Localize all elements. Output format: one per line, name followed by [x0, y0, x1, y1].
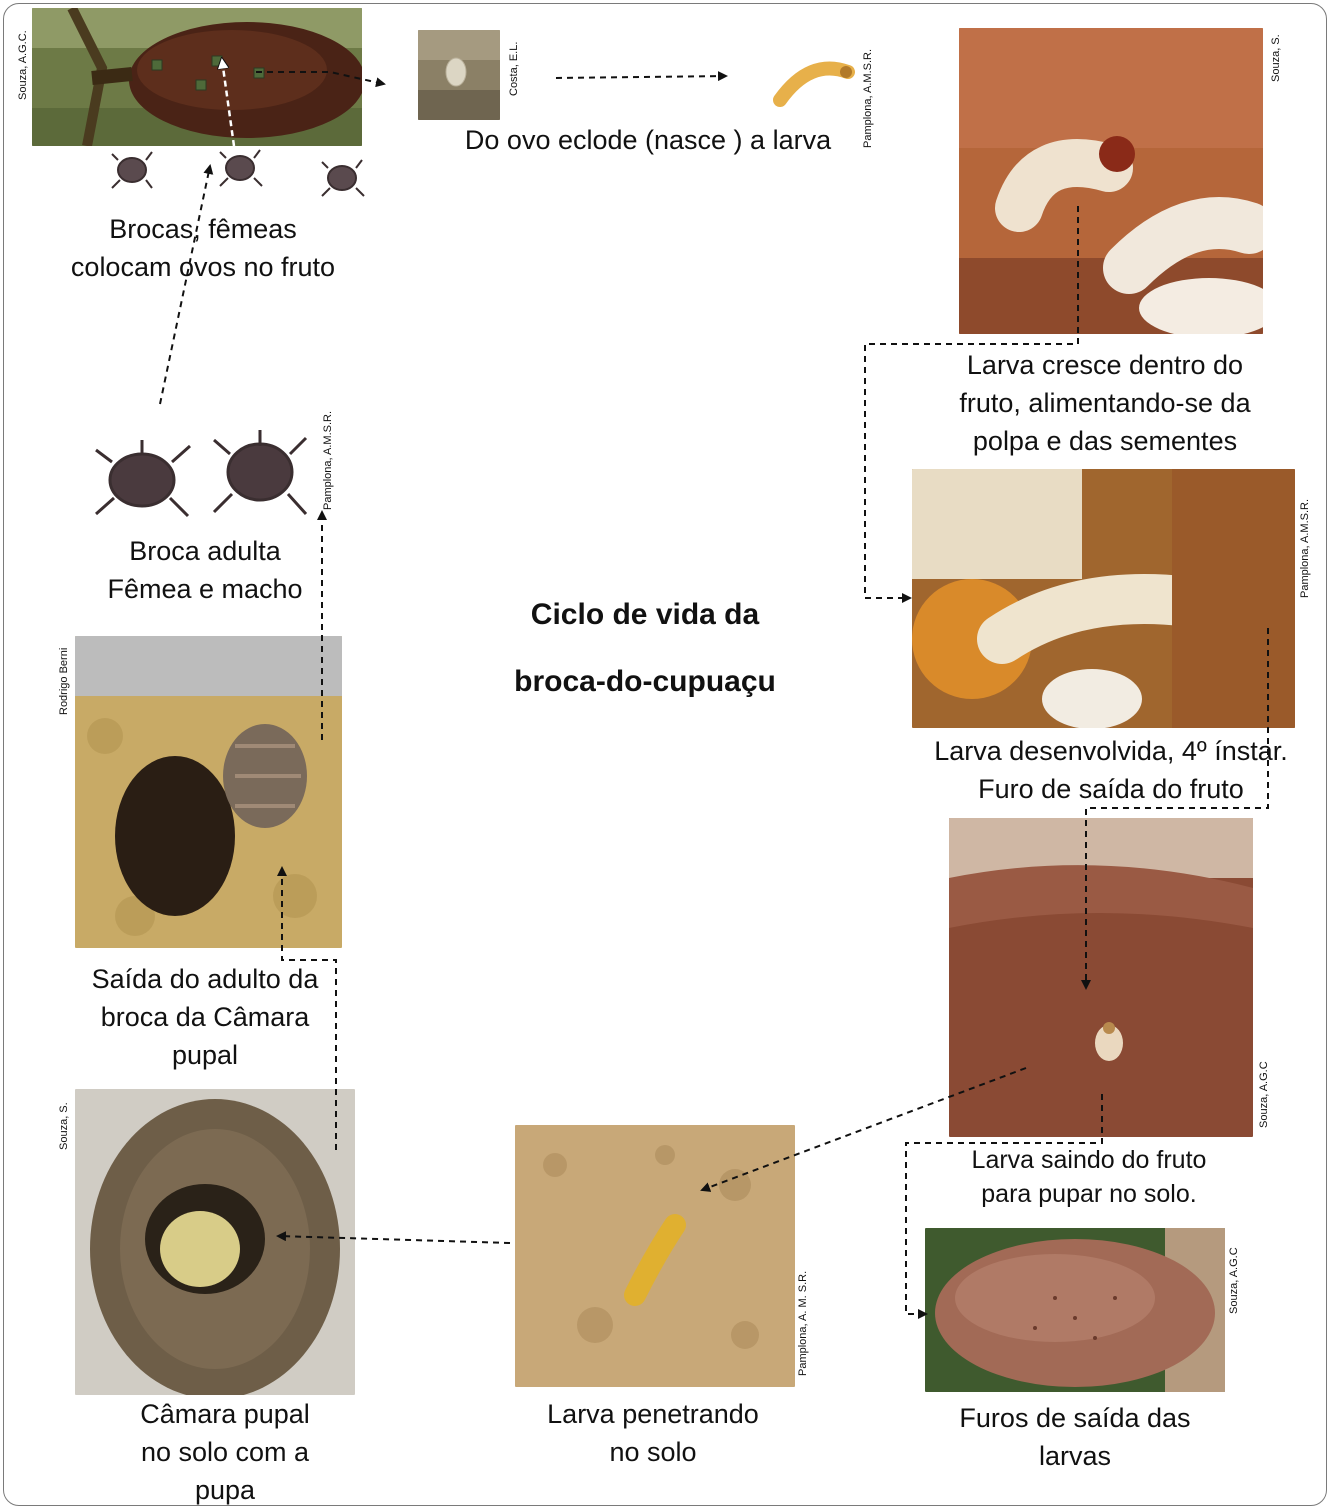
- photo-adult-exit: [75, 636, 342, 948]
- photo-larva-developed: [912, 469, 1295, 728]
- photo-egg: [418, 30, 500, 120]
- credit-adult: Pamplona, A.M.S.R.: [322, 411, 334, 510]
- credit-pupal-chamber: Souza, S.: [58, 1102, 70, 1150]
- caption-larva-soil: Larva penetrando no solo: [520, 1395, 786, 1471]
- caption-egg-hatch: Do ovo eclode (nasce ) a larva: [440, 121, 856, 159]
- credit-larva-leaving: Souza, A.G.C: [1258, 1061, 1270, 1128]
- photo-larva-leaving: [949, 818, 1253, 1137]
- caption-eggs-on-fruit: Brocas, fêmeas colocam ovos no fruto: [30, 210, 376, 286]
- caption-pupal-chamber: Câmara pupal no solo com a pupa: [100, 1395, 350, 1509]
- credit-larva-grows: Souza, S.: [1270, 34, 1282, 82]
- photo-female-borers: [110, 146, 380, 204]
- credit-larva-developed: Pamplona, A.M.S.R.: [1299, 499, 1311, 598]
- diagram-title-line2: broca-do-cupuaçu: [470, 665, 820, 699]
- photo-larva-grows: [959, 28, 1263, 334]
- credit-adult-exit: Rodrigo Berni: [58, 648, 70, 715]
- photo-exit-holes: [925, 1228, 1225, 1392]
- credit-hatch-larva: Pamplona, A.M.S.R.: [862, 49, 874, 148]
- diagram-title-line1: Ciclo de vida da: [470, 598, 820, 632]
- credit-exit-holes: Souza, A.G.C: [1228, 1247, 1240, 1314]
- photo-hatched-larva: [760, 40, 860, 120]
- caption-larva-leaving: Larva saindo do fruto para pupar no solo…: [940, 1143, 1238, 1211]
- photo-fruit-with-eggs: [32, 8, 362, 146]
- photo-larva-soil: [515, 1125, 795, 1387]
- credit-fruit-eggs: Souza, A.G.C.: [17, 30, 29, 100]
- photo-adult-borers: [80, 410, 320, 540]
- caption-larva-grows: Larva cresce dentro do fruto, alimentand…: [930, 346, 1280, 460]
- caption-adult: Broca adulta Fêmea e macho: [80, 532, 330, 608]
- caption-larva-developed: Larva desenvolvida, 4º ínstar. Furo de s…: [912, 732, 1310, 808]
- caption-exit-holes: Furos de saída das larvas: [930, 1399, 1220, 1475]
- credit-larva-soil: Pamplona, A. M. S.R.: [797, 1271, 809, 1376]
- credit-egg: Costa, E.L.: [508, 42, 520, 96]
- caption-adult-exit: Saída do adulto da broca da Câmara pupal: [70, 960, 340, 1074]
- photo-pupal-chamber: [75, 1089, 355, 1395]
